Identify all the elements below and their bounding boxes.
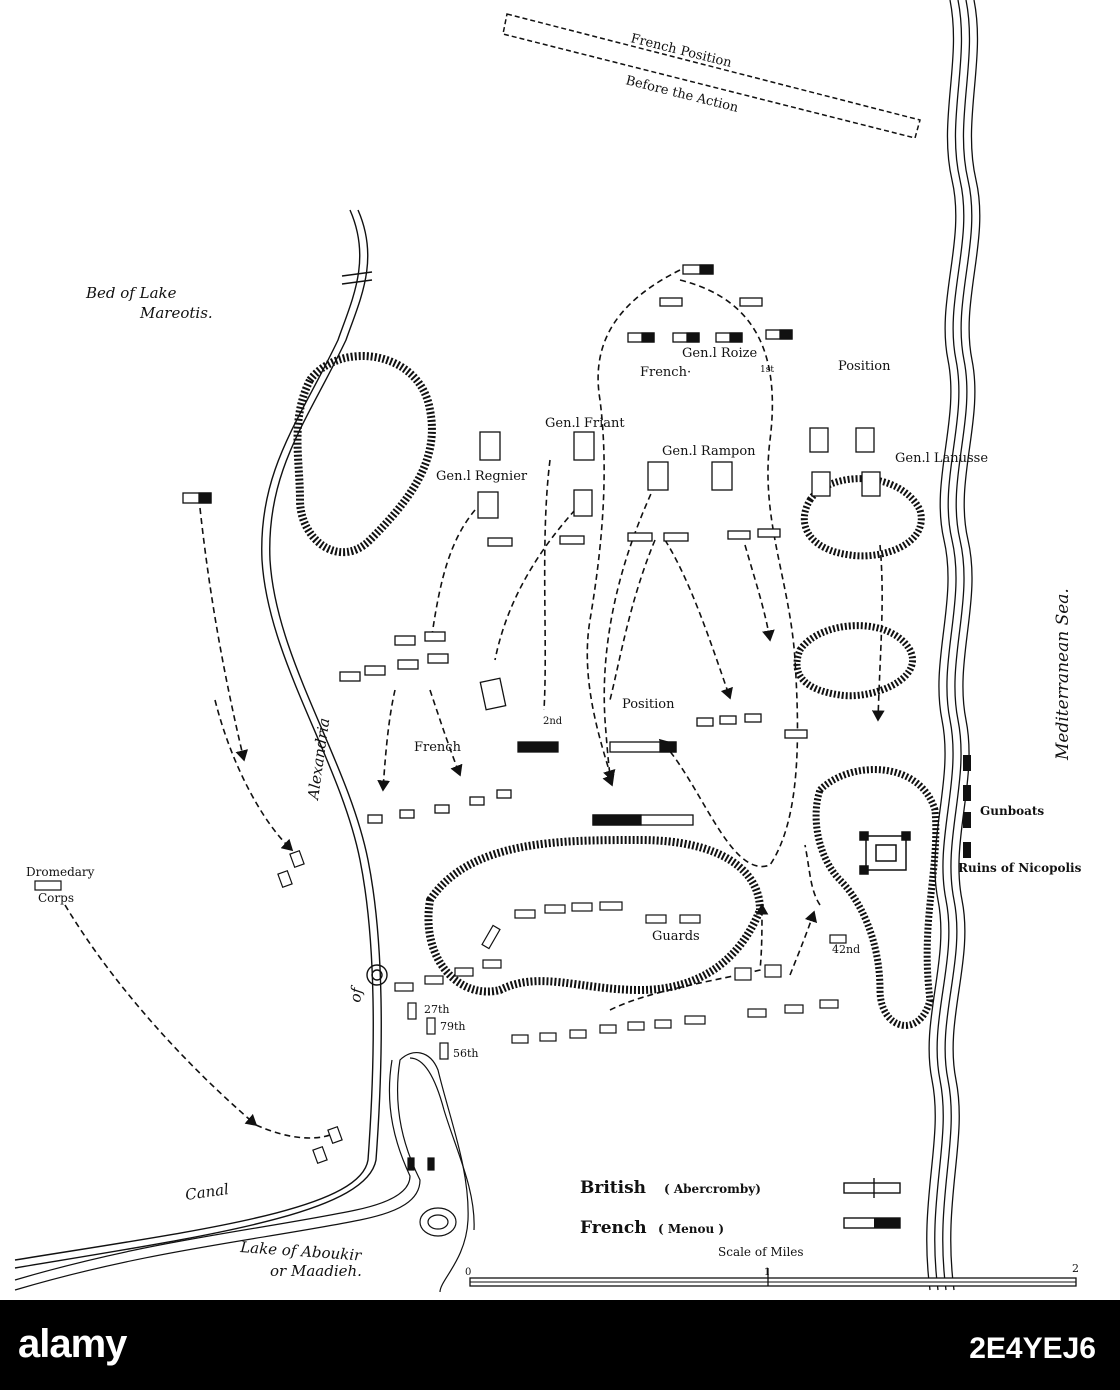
label-of: of xyxy=(346,984,366,1003)
lake-aboukir-shore xyxy=(14,1052,475,1293)
map-labels: French Position Before the Action Bed of… xyxy=(26,31,1082,1280)
label-27th: 27th xyxy=(424,1003,450,1016)
label-2nd-superscript: 2nd xyxy=(543,716,563,727)
image-id: 2E4YEJ6 xyxy=(969,1332,1096,1365)
gunboats xyxy=(963,755,971,858)
french-position-before-box xyxy=(502,13,921,139)
label-mediterranean-sea: Mediterranean Sea. xyxy=(1053,588,1073,761)
label-gen-roize: Gen.l Roize xyxy=(682,346,757,361)
scale-tick-0: 0 xyxy=(465,1267,471,1278)
canal-of-alexandria xyxy=(14,209,388,1269)
scale-tick-1: 1 xyxy=(764,1267,770,1278)
hills xyxy=(293,352,940,1029)
label-french-position-before: French Position xyxy=(629,31,734,71)
legend-british-swatch xyxy=(843,1182,901,1194)
label-before-the-action: Before the Action xyxy=(624,73,740,116)
label-french-1st-position: French· xyxy=(640,365,691,380)
label-or-maadieh: or Maadieh. xyxy=(270,1262,362,1280)
label-42nd: 42nd xyxy=(832,943,860,956)
scale-bar: Scale of Miles 0 1 2 xyxy=(465,1245,1079,1287)
label-gen-lanusse: Gen.l Lanusse xyxy=(895,451,988,466)
legend-french-label: French xyxy=(580,1218,647,1238)
label-lake-of-aboukir: Lake of Aboukir xyxy=(239,1238,363,1265)
label-56th: 56th xyxy=(453,1047,479,1060)
label-gen-friant: Gen.l Friant xyxy=(545,416,625,431)
label-bed-of-lake: Bed of Lake xyxy=(85,284,177,302)
ruins-of-nicopolis xyxy=(859,831,911,875)
movement-paths xyxy=(64,269,885,1139)
label-alexandria: Alexandria xyxy=(304,717,334,803)
coastline xyxy=(926,0,981,1291)
scale-label: Scale of Miles xyxy=(718,1245,804,1259)
label-ruins-of-nicopolis: Ruins of Nicopolis xyxy=(958,861,1082,875)
battle-map: French Position Before the Action Bed of… xyxy=(14,0,1082,1293)
french-unit-markers xyxy=(182,264,881,826)
legend: British ( Abercromby) French ( Menou ) xyxy=(580,1178,901,1238)
legend-british-label: British xyxy=(580,1178,646,1198)
label-corps: Corps xyxy=(38,891,74,905)
label-guards: Guards xyxy=(652,929,700,944)
alamy-logo: alamy xyxy=(18,1322,127,1366)
label-french-2: French xyxy=(414,740,462,755)
british-unit-markers xyxy=(34,849,847,1165)
label-79th: 79th xyxy=(440,1020,466,1033)
legend-british-commander: ( Abercromby) xyxy=(664,1182,761,1196)
label-1st-superscript: 1st xyxy=(760,365,774,375)
label-canal: Canal xyxy=(184,1180,230,1204)
label-gunboats: Gunboats xyxy=(980,804,1044,818)
legend-french-commander: ( Menou ) xyxy=(658,1222,724,1236)
label-mareotis: Mareotis. xyxy=(139,304,213,322)
map-canvas: French Position Before the Action Bed of… xyxy=(14,0,1082,1293)
watermark-band: alamy 2E4YEJ6 xyxy=(0,1300,1120,1390)
label-dromedary: Dromedary xyxy=(26,865,95,879)
label-position-1: Position xyxy=(838,359,891,374)
label-gen-regnier: Gen.l Regnier xyxy=(436,469,528,484)
scale-tick-2: 2 xyxy=(1072,1262,1079,1275)
label-gen-rampon: Gen.l Rampon xyxy=(662,444,756,459)
label-position-2: Position xyxy=(622,697,675,712)
